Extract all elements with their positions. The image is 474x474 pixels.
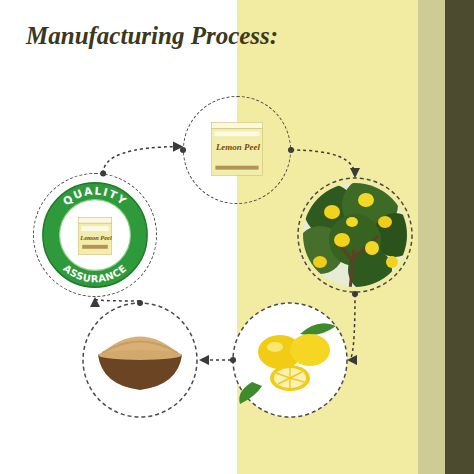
ring-text: QUALITY xyxy=(61,184,130,208)
process-circle: Lemon Peel xyxy=(183,96,291,204)
lemon-tree xyxy=(296,177,417,292)
quality-circle: QUALITY ASSURANCE Lemon Peel xyxy=(33,173,157,297)
ring-text: ASSURANCE xyxy=(61,262,128,284)
diagram-title: Manufacturing Process: xyxy=(26,22,278,50)
product-label: Lemon Peel xyxy=(216,143,260,153)
junction-dots xyxy=(137,147,358,363)
flow-connector xyxy=(103,147,181,174)
lemon-powder-bowl xyxy=(83,303,197,417)
product-label: Lemon Peel xyxy=(80,234,111,241)
lemons xyxy=(233,303,347,417)
